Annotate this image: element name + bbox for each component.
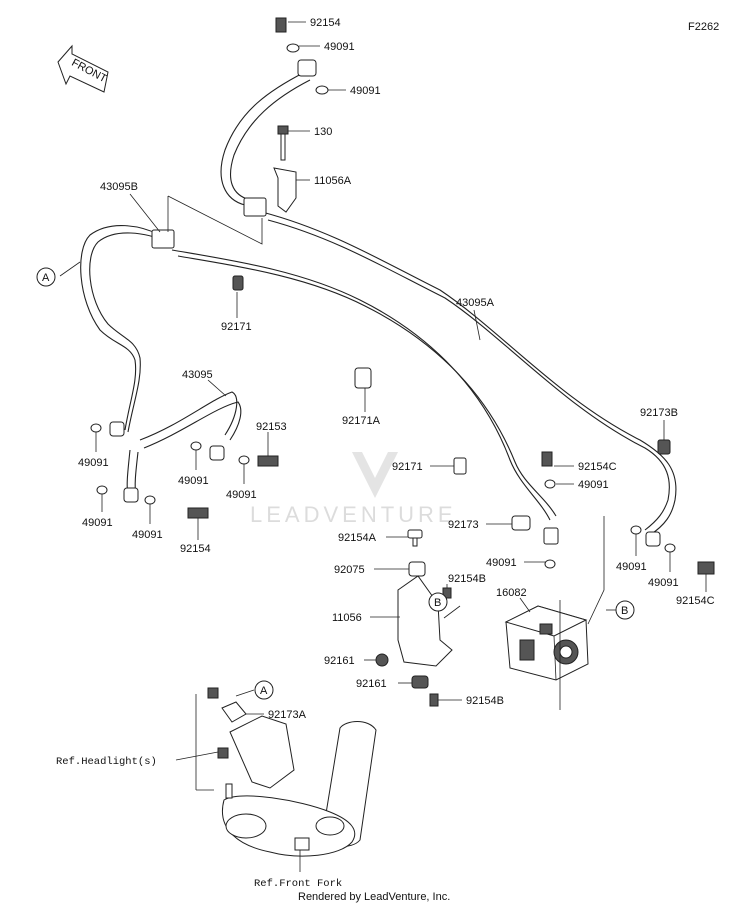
ref-headlight-label: Ref.Headlight(s): [56, 756, 157, 768]
part-label: 92173: [448, 519, 479, 531]
part-label: 92171: [221, 321, 252, 333]
part-label: 49091: [578, 479, 609, 491]
part-label: 11056: [332, 612, 362, 624]
brake-hoses: [80, 71, 677, 536]
part-label: 92154A: [338, 532, 377, 544]
part-label: 49091: [648, 577, 679, 589]
part-label: 49091: [78, 457, 109, 469]
steering-stem: [207, 687, 377, 857]
front-arrow-icon: FRONT: [57, 44, 109, 93]
part-labels: 92154 49091 49091 130 11056A 43095B 9217…: [78, 17, 715, 721]
part-label: 92075: [334, 564, 365, 576]
svg-text:A: A: [260, 685, 268, 697]
svg-text:B: B: [434, 597, 441, 609]
part-label: 92154: [180, 543, 211, 555]
part-label: 43095A: [456, 297, 495, 309]
part-label: 49091: [226, 489, 257, 501]
callout-a-left: A: [36, 267, 56, 287]
part-label: 43095: [182, 369, 213, 381]
part-label: 130: [314, 126, 332, 138]
part-label: 92161: [356, 678, 387, 690]
part-label: 49091: [132, 529, 163, 541]
figure-code: F2262: [688, 21, 719, 33]
part-label: 92173B: [640, 407, 678, 419]
part-label: 11056A: [314, 175, 352, 187]
svg-text:B: B: [621, 605, 628, 617]
part-label: 49091: [82, 517, 113, 529]
group-lines: [167, 195, 263, 791]
part-label: 49091: [350, 85, 381, 97]
abs-unit-16082: [504, 516, 605, 710]
part-label: 92154: [310, 17, 341, 29]
part-label: 92154B: [448, 573, 486, 585]
part-label: 92173A: [268, 709, 307, 721]
footer-credit: Rendered by LeadVenture, Inc.: [298, 891, 450, 903]
part-label: 92171A: [342, 415, 381, 427]
svg-text:A: A: [42, 272, 50, 284]
part-label: 49091: [616, 561, 647, 573]
part-label: 92154B: [466, 695, 504, 707]
part-label: 43095B: [100, 181, 138, 193]
callout-a-bottom: A: [254, 680, 274, 700]
part-label: 92153: [256, 421, 287, 433]
part-label: 92154C: [578, 461, 617, 473]
callout-b-right: B: [615, 600, 635, 620]
fittings: [90, 17, 715, 599]
part-label: 92161: [324, 655, 355, 667]
part-label: 49091: [178, 475, 209, 487]
part-label: 92154C: [676, 595, 715, 607]
leader-lines: [59, 21, 707, 872]
part-label: 92171: [392, 461, 423, 473]
svg-text:LEADVENTURE: LEADVENTURE: [250, 502, 457, 527]
ref-front-fork-label: Ref.Front Fork: [254, 878, 342, 890]
part-label: 16082: [496, 587, 527, 599]
callout-b-bracket: B: [428, 592, 448, 612]
part-label: 49091: [486, 557, 517, 569]
part-label: 49091: [324, 41, 355, 53]
watermark: LEADVENTURE: [250, 452, 457, 527]
